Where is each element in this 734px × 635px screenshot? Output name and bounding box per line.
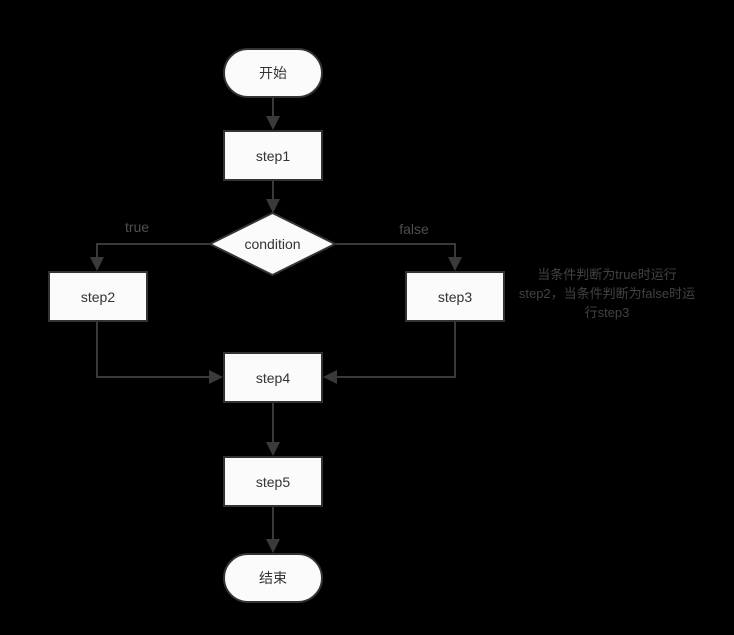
edge-step3-step4 bbox=[336, 322, 456, 378]
arrowhead-into-end bbox=[266, 539, 280, 553]
annotation-line-3: 行step3 bbox=[584, 305, 630, 320]
step3-node-label: step3 bbox=[437, 288, 473, 305]
arrowhead-into-step3 bbox=[448, 257, 462, 271]
step2-node: step2 bbox=[48, 271, 148, 322]
false-branch-label: false bbox=[399, 221, 429, 237]
start-node-label: 开始 bbox=[259, 65, 287, 81]
step5-node: step5 bbox=[223, 456, 323, 507]
step4-node-label: step4 bbox=[255, 369, 291, 386]
annotation-line-1: 当条件判断为true时运行 bbox=[537, 267, 677, 282]
arrowhead-into-step4-right bbox=[323, 370, 337, 384]
end-node-label: 结束 bbox=[259, 570, 287, 586]
condition-node-label: condition bbox=[244, 236, 301, 252]
arrowhead-into-condition bbox=[266, 199, 280, 213]
edge-condition-step2 bbox=[96, 243, 210, 259]
arrowhead-into-step2 bbox=[90, 257, 104, 271]
step1-node-label: step1 bbox=[255, 147, 291, 164]
arrowhead-into-step5 bbox=[266, 442, 280, 456]
step1-node: step1 bbox=[223, 130, 323, 181]
step4-node: step4 bbox=[223, 352, 323, 403]
step5-node-label: step5 bbox=[255, 473, 291, 490]
step3-node: step3 bbox=[405, 271, 505, 322]
arrowhead-into-step1 bbox=[266, 116, 280, 130]
edge-step2-step4 bbox=[96, 322, 210, 378]
condition-node: condition bbox=[210, 213, 335, 275]
step2-node-label: step2 bbox=[80, 288, 116, 305]
start-node: 开始 bbox=[223, 48, 323, 98]
condition-diamond-shape bbox=[207, 211, 338, 277]
condition-annotation: 当条件判断为true时运行 step2，当条件判断为false时运 行step3 bbox=[502, 265, 712, 322]
true-branch-label: true bbox=[124, 219, 150, 235]
end-node: 结束 bbox=[223, 553, 323, 603]
edge-condition-step3 bbox=[335, 243, 456, 259]
arrowhead-into-step4-left bbox=[209, 370, 223, 384]
annotation-line-2: step2，当条件判断为false时运 bbox=[518, 286, 696, 301]
